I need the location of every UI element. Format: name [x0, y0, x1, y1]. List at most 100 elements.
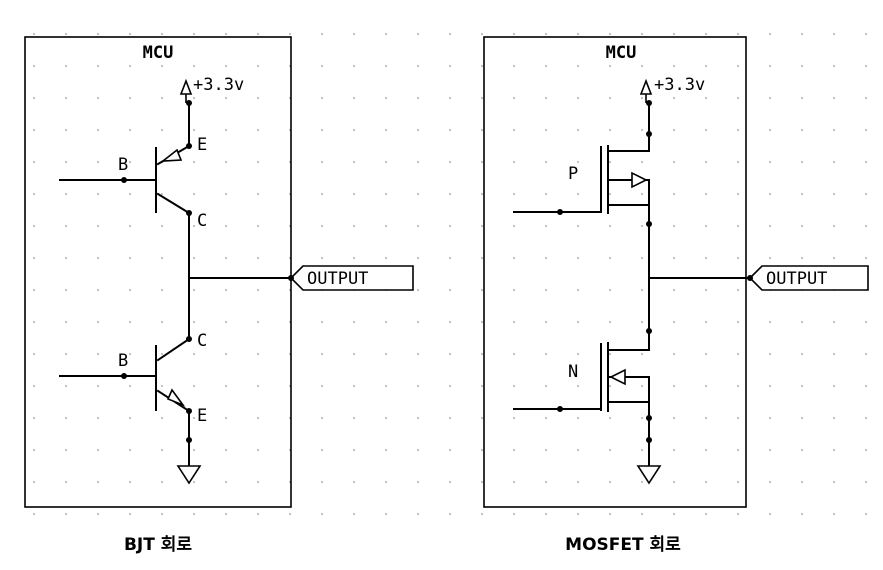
grid-dot	[801, 449, 803, 451]
grid-dot	[161, 193, 163, 195]
grid-dot	[449, 193, 451, 195]
grid-dot	[801, 33, 803, 35]
grid-dot	[161, 65, 163, 67]
grid-dot	[833, 449, 835, 451]
grid-dot	[865, 161, 867, 163]
grid-dot	[545, 161, 547, 163]
grid-dot	[673, 33, 675, 35]
grid-dot	[417, 161, 419, 163]
grid-dot	[737, 353, 739, 355]
grid-dot	[385, 129, 387, 131]
grid-dot	[481, 385, 483, 387]
grid-dot	[97, 33, 99, 35]
grid-dot	[705, 481, 707, 483]
grid-dot	[577, 449, 579, 451]
grid-dot	[65, 97, 67, 99]
grid-dot	[385, 193, 387, 195]
emitter-arrow-bottom	[166, 388, 186, 407]
grid-dot	[673, 257, 675, 259]
junction-dot	[186, 100, 192, 106]
grid-dot	[833, 65, 835, 67]
grid-dot	[321, 257, 323, 259]
grid-dot	[705, 449, 707, 451]
grid-dot	[673, 161, 675, 163]
grid-dot	[97, 193, 99, 195]
grid-dot	[225, 321, 227, 323]
grid-dot	[641, 33, 643, 35]
grid-dot	[385, 65, 387, 67]
grid-dot	[705, 97, 707, 99]
grid-dot	[129, 481, 131, 483]
grid-dot	[257, 353, 259, 355]
grid-dot	[449, 129, 451, 131]
grid-dot	[193, 417, 195, 419]
grid-dot	[609, 449, 611, 451]
grid-dot	[769, 129, 771, 131]
junction-dot	[646, 328, 652, 334]
grid-dot	[641, 321, 643, 323]
grid-dot	[545, 65, 547, 67]
grid-dot	[513, 129, 515, 131]
grid-dot	[449, 417, 451, 419]
grid-dot	[513, 193, 515, 195]
grid-dot	[225, 385, 227, 387]
grid-dot	[865, 97, 867, 99]
grid-dot	[97, 65, 99, 67]
grid-dot	[353, 65, 355, 67]
grid-dot	[321, 193, 323, 195]
grid-dot	[321, 129, 323, 131]
grid-dot	[97, 225, 99, 227]
grid-dot	[833, 33, 835, 35]
caption-right: MOSFET 회로	[565, 535, 681, 555]
grid-dot	[481, 161, 483, 163]
grid-dot	[769, 353, 771, 355]
grid-dot	[545, 193, 547, 195]
grid-dot	[321, 513, 323, 515]
grid-dot	[193, 257, 195, 259]
grid-dot	[513, 289, 515, 291]
emitter-label-bottom: E	[197, 406, 207, 426]
grid-dot	[65, 353, 67, 355]
grid-dot	[705, 385, 707, 387]
grid-dot	[737, 193, 739, 195]
grid-dot	[769, 513, 771, 515]
grid-dot	[481, 97, 483, 99]
grid-dot	[865, 321, 867, 323]
grid-dot	[705, 417, 707, 419]
grid-dot	[65, 481, 67, 483]
grid-dot	[609, 417, 611, 419]
grid-dot	[385, 161, 387, 163]
p-label: P	[568, 164, 578, 184]
grid-dot	[865, 65, 867, 67]
grid-dot	[641, 353, 643, 355]
grid-dot	[801, 385, 803, 387]
grid-dot	[641, 513, 643, 515]
grid-dot	[353, 513, 355, 515]
grid-dot	[225, 65, 227, 67]
grid-dot	[577, 33, 579, 35]
grid-dot	[161, 33, 163, 35]
grid-dot	[481, 321, 483, 323]
grid-dot	[161, 481, 163, 483]
grid-dot	[417, 193, 419, 195]
grid-dot	[353, 353, 355, 355]
grid-dot	[353, 417, 355, 419]
p-arrow	[631, 171, 648, 189]
grid-dot	[33, 289, 35, 291]
grid-dot	[737, 289, 739, 291]
grid-dot	[769, 161, 771, 163]
grid-dot	[417, 513, 419, 515]
grid-dot	[193, 225, 195, 227]
grid-dot	[609, 225, 611, 227]
grid-dot	[65, 385, 67, 387]
grid-dot	[801, 513, 803, 515]
grid-dot	[449, 161, 451, 163]
grid-dot	[769, 417, 771, 419]
grid-dot	[577, 513, 579, 515]
grid-dot	[289, 33, 291, 35]
collector-label-top: C	[197, 211, 207, 231]
grid-dot	[769, 225, 771, 227]
grid-dot	[801, 97, 803, 99]
grid-dot	[673, 353, 675, 355]
grid-dot	[641, 449, 643, 451]
